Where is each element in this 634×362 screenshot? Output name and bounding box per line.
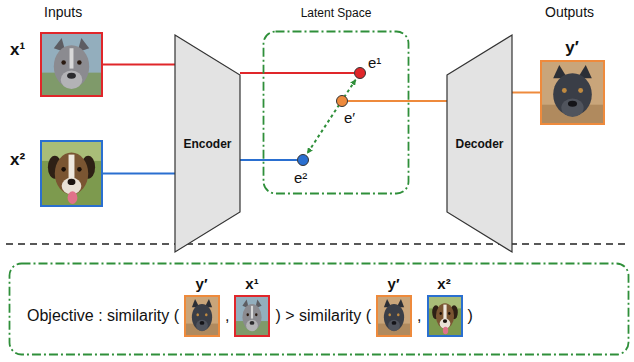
output-label: y′ <box>565 38 579 58</box>
dog-photo <box>42 142 101 205</box>
block-label: Decoder <box>455 137 503 151</box>
column-heading: Inputs <box>44 4 82 20</box>
input-label: x¹ <box>10 40 25 60</box>
column-heading: Outputs <box>545 4 594 20</box>
dashed-outline <box>262 30 410 195</box>
objective-row: Objective : similarity ( y′, x¹ ) > similar… <box>22 282 616 350</box>
connector <box>307 80 355 154</box>
connector <box>240 159 297 161</box>
thumb-label: x² <box>437 275 450 292</box>
connector <box>348 100 447 102</box>
latent-point: e¹ <box>354 67 366 79</box>
thumb-image: y′ <box>376 295 412 337</box>
point-label: e² <box>294 169 307 186</box>
dog-photo <box>236 297 268 335</box>
objective-text: ) <box>468 307 473 325</box>
latent-space-region: Latent Spacee¹e′e² <box>262 30 410 195</box>
latent-point: e′ <box>336 95 348 107</box>
objective-text: ) > similarity ( <box>275 307 371 325</box>
connector <box>103 64 175 66</box>
region-heading: Latent Space <box>301 6 372 20</box>
thumb-label: y′ <box>196 275 208 292</box>
decoder-block: Decoder <box>447 35 512 252</box>
objective-box: Objective : similarity ( y′, x¹ ) > similar… <box>8 262 630 356</box>
dog-photo <box>378 297 410 335</box>
dog-photo <box>542 62 603 123</box>
objective-text: Objective : similarity ( <box>27 307 179 325</box>
latent-point: e² <box>297 154 309 166</box>
separator-line <box>6 243 628 245</box>
dog-photo <box>42 34 101 95</box>
thumb-label: x¹ <box>245 275 258 292</box>
encoder-block: Encoder <box>175 35 240 252</box>
thumb-image: y′ <box>184 295 220 337</box>
objective-text: , <box>417 307 421 325</box>
output-image: y′ <box>540 60 605 125</box>
block-label: Encoder <box>183 137 231 151</box>
thumb-label: y′ <box>388 275 400 292</box>
point-label: e¹ <box>368 54 381 71</box>
connector <box>512 92 540 94</box>
objective-text: , <box>225 307 229 325</box>
connector <box>103 173 175 175</box>
connector <box>240 72 354 74</box>
point-label: e′ <box>344 109 355 126</box>
input-image: x¹ <box>40 32 103 97</box>
thumb-image: x² <box>427 295 463 337</box>
dog-photo <box>429 297 461 335</box>
input-image: x² <box>40 140 103 207</box>
dog-photo <box>186 297 218 335</box>
input-label: x² <box>10 150 25 170</box>
thumb-image: x¹ <box>234 295 270 337</box>
